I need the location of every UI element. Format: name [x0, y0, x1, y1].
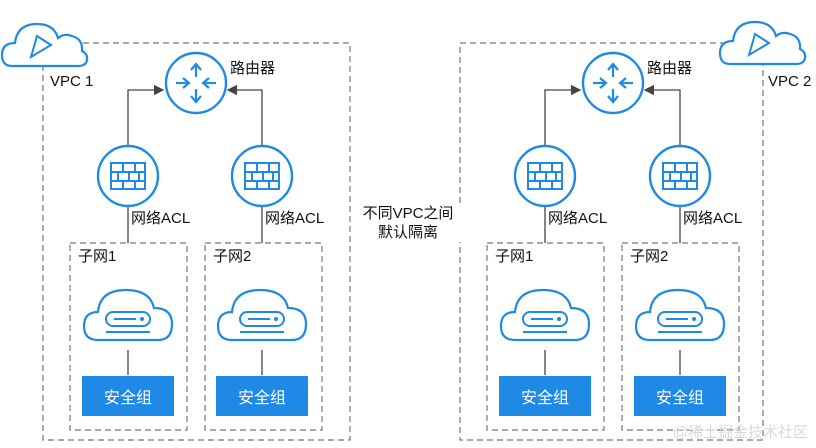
vpc2-subnet1-security-group: 安全组 — [499, 376, 591, 416]
vpc1-subnet2-cloud-server-icon — [216, 288, 308, 342]
vpc2-router-label: 路由器 — [647, 60, 693, 77]
vpc2-subnet2-boundary — [621, 242, 740, 431]
vpc1-boundary — [42, 42, 351, 441]
vpc1-label: VPC 1 — [50, 73, 94, 90]
vpc2-subnet2-cloud-server-icon — [634, 288, 726, 342]
vpc1-subnet1-boundary — [69, 242, 188, 431]
vpc1-acl2-firewall-icon — [230, 144, 294, 208]
vpc1-subnet2-label: 子网2 — [213, 248, 252, 265]
vpc1-subnet2-security-group: 安全组 — [216, 376, 308, 416]
vpc2-subnet1-boundary — [486, 242, 605, 431]
vpc2-subnet2-security-group: 安全组 — [634, 376, 726, 416]
vpc2-label: VPC 2 — [768, 73, 812, 90]
vpc2-subnet1-cloud-server-icon — [499, 288, 591, 342]
vpc2-subnet2-label: 子网2 — [630, 248, 669, 265]
vpc2-acl2-firewall-icon — [648, 144, 712, 208]
vpc1-connectors — [127, 84, 263, 375]
vpc1-subnet2-boundary — [204, 242, 323, 431]
vpc1-subnet1-cloud-server-icon — [82, 288, 174, 342]
vpc2-cloud-icon — [718, 20, 807, 66]
vpc2-acl1-firewall-icon — [513, 144, 577, 208]
vpc1-router-label: 路由器 — [230, 60, 276, 77]
vpc1-subnet1-security-group: 安全组 — [82, 376, 174, 416]
vpc2-acl2-label: 网络ACL — [683, 210, 743, 227]
vpc1-cloud-icon — [0, 22, 89, 68]
isolation-note-line1: 不同VPC之间 — [362, 205, 454, 222]
vpc1-acl1-label: 网络ACL — [131, 210, 191, 227]
vpc2-connectors — [544, 84, 681, 375]
vpc2-subnet1-label: 子网1 — [495, 248, 534, 265]
vpc2-router-icon — [581, 51, 645, 115]
vpc1-subnet1-label: 子网1 — [78, 248, 117, 265]
vpc1-router-icon — [164, 51, 228, 115]
vpc1-acl2-label: 网络ACL — [265, 210, 325, 227]
isolation-note: 不同VPC之间 默认隔离 — [352, 204, 464, 242]
watermark: @稀土掘金技术社区 — [672, 424, 808, 441]
vpc1-acl1-firewall-icon — [96, 144, 160, 208]
vpc2-acl1-label: 网络ACL — [548, 210, 608, 227]
isolation-note-line2: 默认隔离 — [377, 224, 438, 241]
